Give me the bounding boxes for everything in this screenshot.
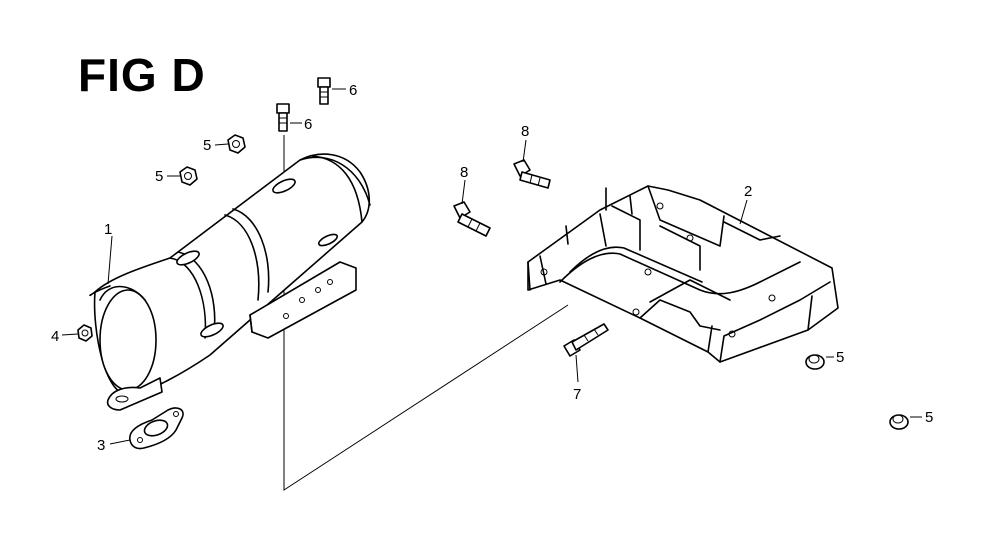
callout-3: 3 <box>97 437 105 454</box>
figure-title: FIG D <box>78 49 206 101</box>
callout-6-a: 6 <box>349 82 357 99</box>
leader-lines <box>61 88 922 445</box>
callout-6-b: 6 <box>304 116 312 133</box>
callout-8-a: 8 <box>521 123 529 140</box>
flange-nut-part-5-b <box>889 414 909 430</box>
callout-2: 2 <box>744 183 752 200</box>
bolt-part-8-a <box>513 159 551 189</box>
callout-4: 4 <box>51 328 59 345</box>
callout-7: 7 <box>573 386 581 403</box>
callout-5-right-a: 5 <box>836 349 844 366</box>
bolt-part-6-b <box>276 103 290 132</box>
nut-part-4 <box>77 324 93 342</box>
gasket <box>129 407 184 450</box>
callout-8-b: 8 <box>460 164 468 181</box>
muffler-protector <box>89 153 371 411</box>
bolt-part-6-a <box>317 77 331 105</box>
callout-5-upper-b: 5 <box>155 168 163 185</box>
callout-labels: 1 2 3 4 5 5 5 5 6 6 7 8 8 <box>51 82 933 454</box>
bolt-part-8-b <box>453 201 491 237</box>
callout-1: 1 <box>104 221 112 238</box>
bolt-part-7 <box>563 323 609 357</box>
flange-nut-part-5-a <box>805 354 825 370</box>
nut-part-5-upper-a <box>227 134 246 154</box>
callout-5-right-b: 5 <box>925 409 933 426</box>
nut-part-5-upper-b <box>179 166 198 186</box>
callout-5-upper-a: 5 <box>203 137 211 154</box>
muffler-base-stay <box>527 185 839 363</box>
